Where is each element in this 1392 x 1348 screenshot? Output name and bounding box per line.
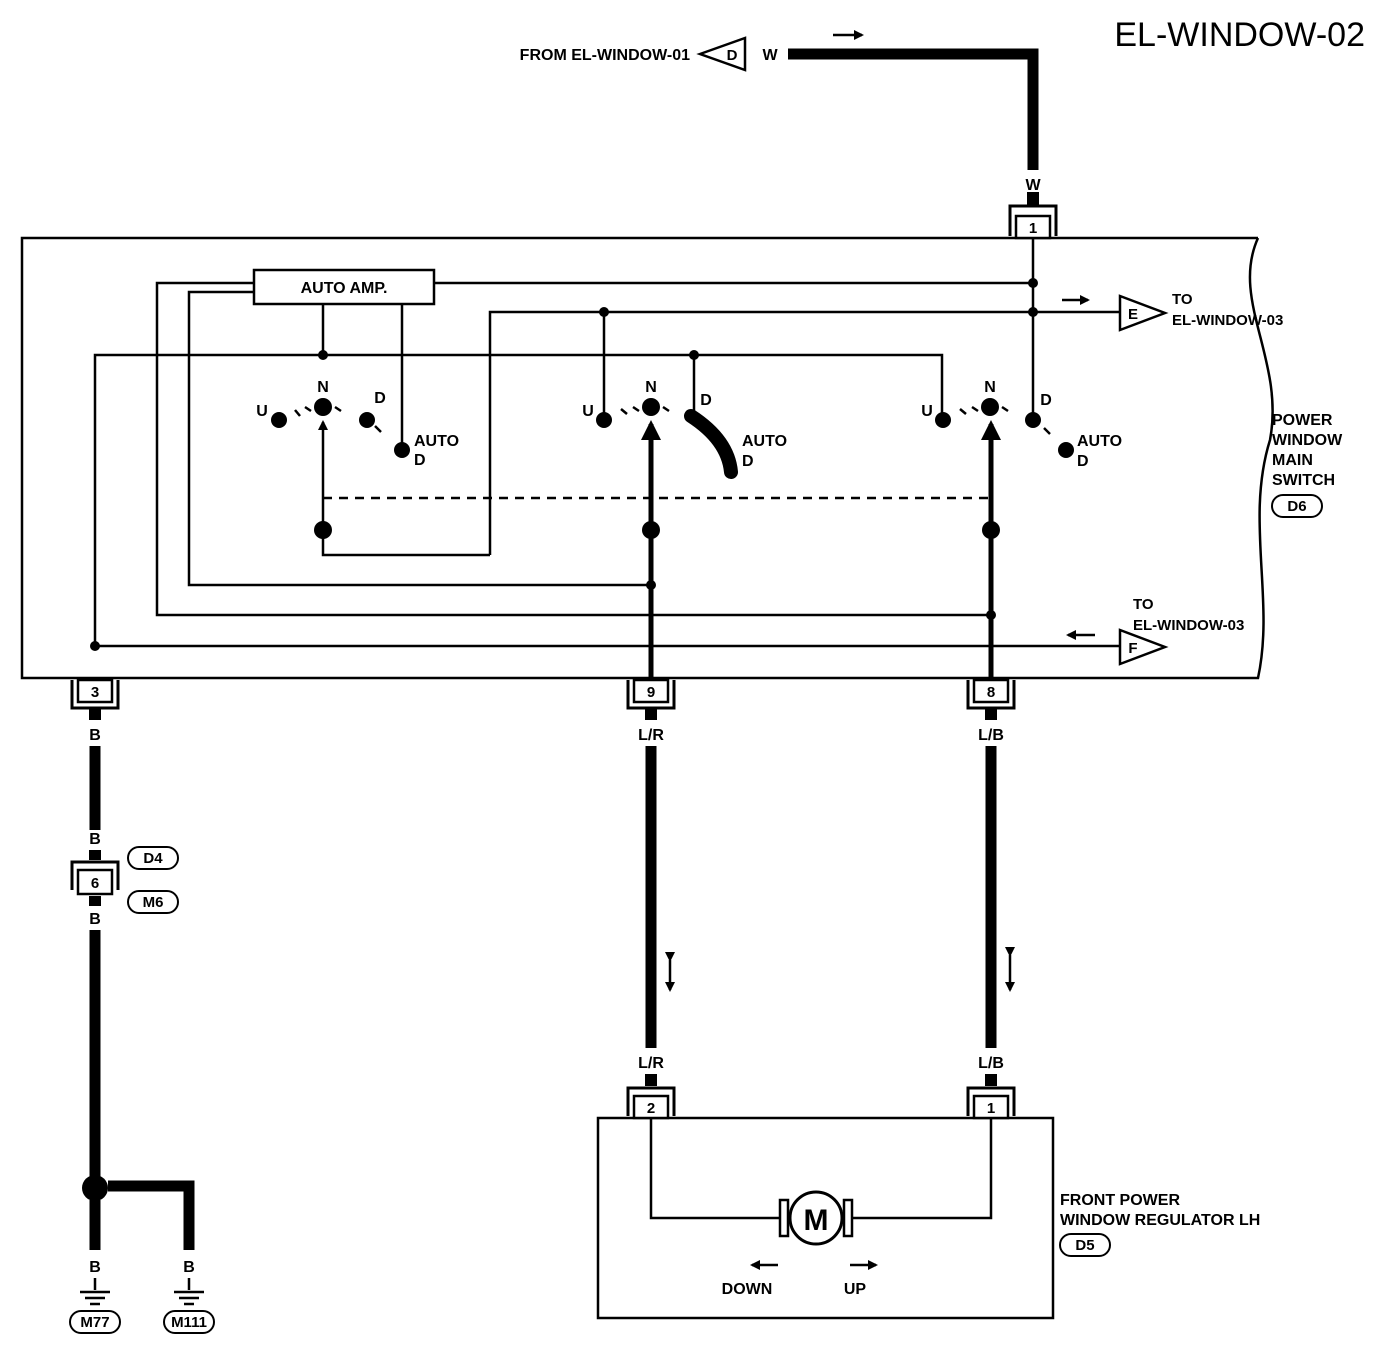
regulator-pin-2: 2 xyxy=(626,1086,676,1120)
switch-right: U N D AUTO D xyxy=(921,379,1122,539)
svg-text:SWITCH: SWITCH xyxy=(1272,472,1335,489)
from-connector-letter: D xyxy=(727,47,738,64)
up-label: UP xyxy=(844,1281,867,1298)
svg-text:D6: D6 xyxy=(1287,498,1306,515)
svg-text:AUTO: AUTO xyxy=(742,433,787,450)
internal-wiring xyxy=(93,238,1120,648)
svg-text:D4: D4 xyxy=(143,850,163,867)
svg-text:3: 3 xyxy=(91,684,99,701)
switch-left: U N D AUTO D xyxy=(256,379,459,539)
svg-text:M77: M77 xyxy=(80,1314,109,1331)
svg-text:N: N xyxy=(984,379,996,396)
main-switch-label: POWER WINDOW MAIN SWITCH D6 xyxy=(1271,412,1343,518)
wire-lr: L/R L/R xyxy=(638,708,675,1086)
svg-text:D: D xyxy=(414,452,426,469)
pin-3-connector: 3 xyxy=(70,678,120,710)
svg-text:M: M xyxy=(804,1204,829,1237)
page-title: EL-WINDOW-02 xyxy=(1114,16,1365,54)
from-connector-symbol xyxy=(696,36,747,72)
svg-text:TO: TO xyxy=(1133,596,1154,613)
regulator-pin-1: 1 xyxy=(966,1086,1016,1120)
pin-8-connector: 8 xyxy=(966,678,1016,710)
svg-text:B: B xyxy=(183,1259,195,1276)
svg-text:U: U xyxy=(921,403,933,420)
svg-text:1: 1 xyxy=(987,1100,995,1117)
svg-text:WINDOW REGULATOR LH: WINDOW REGULATOR LH xyxy=(1060,1212,1260,1229)
motor-symbol: M xyxy=(778,1190,854,1246)
svg-text:F: F xyxy=(1128,640,1137,657)
svg-text:E: E xyxy=(1128,306,1138,323)
svg-text:B: B xyxy=(89,727,101,744)
svg-text:AUTO: AUTO xyxy=(414,433,459,450)
svg-text:TO: TO xyxy=(1172,291,1193,308)
svg-text:2: 2 xyxy=(647,1100,655,1117)
svg-text:M111: M111 xyxy=(171,1314,207,1331)
regulator-outline xyxy=(596,1116,1055,1320)
pin-1-connector: 1 xyxy=(1008,204,1058,240)
svg-text:D: D xyxy=(1077,453,1089,470)
motor-wire-left xyxy=(649,1118,780,1220)
svg-text:L/R: L/R xyxy=(638,1055,664,1072)
pin-9-connector: 9 xyxy=(626,678,676,710)
junction-dots xyxy=(90,278,1038,651)
svg-text:1: 1 xyxy=(1029,220,1037,237)
auto-amp-box xyxy=(252,268,436,306)
svg-text:AUTO: AUTO xyxy=(1077,433,1122,450)
svg-text:U: U xyxy=(256,403,268,420)
from-wire-color: W xyxy=(762,47,778,64)
ground-symbol-m77: M77 xyxy=(69,1278,121,1334)
svg-text:D: D xyxy=(374,390,386,407)
svg-text:MAIN: MAIN xyxy=(1272,452,1313,469)
svg-text:EL-WINDOW-03: EL-WINDOW-03 xyxy=(1172,312,1283,329)
switch-middle: U N D AUTO D xyxy=(582,379,787,539)
ground-wire: B B 6 B B B xyxy=(70,708,195,1276)
svg-text:N: N xyxy=(645,379,657,396)
from-reference: FROM EL-WINDOW-01 D W xyxy=(520,30,864,72)
svg-text:M6: M6 xyxy=(143,894,164,911)
svg-text:B: B xyxy=(89,1259,101,1276)
svg-text:U: U xyxy=(582,403,594,420)
regulator-label: FRONT POWER WINDOW REGULATOR LH D5 xyxy=(1059,1192,1260,1257)
down-label: DOWN xyxy=(722,1281,773,1298)
svg-text:D: D xyxy=(742,453,754,470)
wire-lb: L/B L/B xyxy=(978,708,1015,1086)
connector-id-m6 xyxy=(127,890,179,914)
auto-amp-label: AUTO AMP. xyxy=(301,280,388,297)
wire-w-label: W xyxy=(1025,177,1041,194)
svg-text:L/B: L/B xyxy=(978,727,1004,744)
svg-text:D: D xyxy=(1040,392,1052,409)
svg-text:D5: D5 xyxy=(1075,1237,1094,1254)
svg-text:WINDOW: WINDOW xyxy=(1272,432,1343,449)
to-f-reference: F TO EL-WINDOW-03 xyxy=(1118,596,1244,666)
svg-text:EL-WINDOW-03: EL-WINDOW-03 xyxy=(1133,617,1244,634)
svg-text:B: B xyxy=(89,911,101,928)
svg-text:6: 6 xyxy=(91,875,99,892)
to-e-reference: E TO EL-WINDOW-03 xyxy=(1118,291,1283,332)
svg-text:D: D xyxy=(700,392,712,409)
svg-text:POWER: POWER xyxy=(1272,412,1333,429)
motor-wire-right xyxy=(852,1118,993,1220)
svg-text:L/B: L/B xyxy=(978,1055,1004,1072)
svg-text:N: N xyxy=(317,379,329,396)
svg-text:FRONT POWER: FRONT POWER xyxy=(1060,1192,1180,1209)
main-switch-outline xyxy=(20,236,1274,680)
svg-text:L/R: L/R xyxy=(638,727,664,744)
ground-symbol-m111: M111 xyxy=(163,1278,215,1334)
svg-text:B: B xyxy=(89,831,101,848)
from-label: FROM EL-WINDOW-01 xyxy=(520,47,690,64)
svg-text:9: 9 xyxy=(647,684,655,701)
wire-w-top xyxy=(788,48,1039,170)
connector-id-d4 xyxy=(127,846,179,870)
svg-text:8: 8 xyxy=(987,684,995,701)
